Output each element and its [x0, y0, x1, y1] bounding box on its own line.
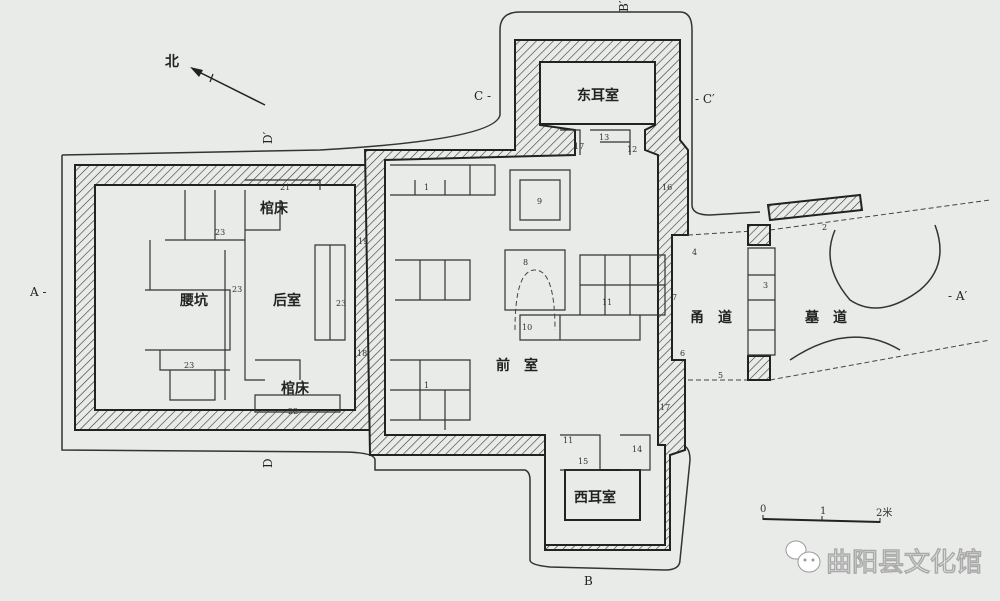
- section-d-top: D′: [261, 131, 275, 144]
- dromos-contours: [789, 224, 941, 361]
- item-number: 5: [718, 371, 723, 380]
- item-number: 17: [574, 142, 584, 151]
- section-b-top: B′: [617, 0, 631, 12]
- item-number: 23: [336, 299, 346, 308]
- section-c-right: - C′: [695, 92, 715, 106]
- coffin-bed-bottom-label: 棺床: [281, 380, 310, 397]
- front-chamber-label: 前 室: [496, 357, 538, 374]
- item-number: 11: [602, 298, 612, 307]
- east-ear-floor: [539, 61, 656, 125]
- item-number: 19: [358, 237, 368, 246]
- corridor-outline: [687, 199, 991, 381]
- section-c-left: C -: [474, 89, 491, 103]
- coffin-bed-top-label: 棺床: [260, 200, 289, 217]
- item-number: 9: [537, 197, 542, 206]
- item-number: 23: [232, 285, 242, 294]
- item-number: 1: [424, 381, 429, 390]
- item-number: 11: [563, 436, 573, 445]
- item-number: 15: [578, 457, 588, 466]
- item-number: 21: [280, 183, 290, 192]
- item-number: 13: [599, 133, 609, 142]
- item-number: 16: [662, 183, 672, 192]
- west-ear-room-label: 西耳室: [574, 489, 616, 506]
- scale-one: 1: [820, 506, 826, 517]
- rear-chamber-label: 后室: [273, 292, 301, 309]
- waist-pit-label: 腰坑: [179, 292, 208, 309]
- north-label: 北: [165, 54, 179, 70]
- rear-chamber-bricks: [145, 179, 346, 413]
- section-a-right: - A′: [948, 289, 968, 303]
- item-number: 6: [680, 349, 685, 358]
- pit-outline: [61, 11, 761, 571]
- west-ear-floor: [564, 469, 641, 521]
- item-number: 23: [215, 228, 225, 237]
- dromos-label: 墓 道: [804, 309, 847, 326]
- scale-bar: 0 1 2米: [760, 504, 892, 523]
- platform-arch: [514, 269, 556, 331]
- scale-zero: 0: [760, 504, 766, 515]
- item-number: 7: [672, 293, 677, 302]
- east-ear-room-label: 东耳室: [577, 87, 619, 104]
- item-number: 18: [357, 349, 367, 358]
- section-a-left: A -: [29, 285, 47, 299]
- item-number: 14: [632, 445, 642, 454]
- watermark: 曲阳县文化馆: [785, 540, 982, 578]
- corridor-label: 甬 道: [690, 309, 732, 326]
- corridor-bricks: [747, 247, 776, 356]
- item-number: 4: [692, 248, 697, 257]
- item-number: 23: [184, 361, 194, 370]
- item-number: 12: [627, 145, 637, 154]
- front-chamber-bricks: [390, 129, 666, 471]
- section-d-bottom: D: [261, 458, 275, 468]
- watermark-text: 曲阳县文化馆: [826, 547, 982, 578]
- scale-two: 2米: [876, 506, 892, 519]
- rear-chamber-wall: [74, 164, 371, 431]
- item-number: 8: [523, 258, 528, 267]
- item-number: 17: [660, 403, 670, 412]
- item-numbers: 23 23 23 23 21 22 19 18 17 13 12 16 9 8 …: [184, 133, 827, 466]
- item-number: 2: [822, 223, 827, 232]
- north-arrow: 北: [165, 54, 266, 106]
- item-number: 1: [424, 183, 429, 192]
- item-number: 3: [763, 281, 768, 290]
- corridor-wall: [747, 193, 864, 381]
- item-number: 22: [288, 407, 298, 416]
- item-number: 10: [522, 323, 532, 332]
- wechat-icon: [785, 540, 821, 573]
- section-b-bottom: B: [584, 574, 593, 588]
